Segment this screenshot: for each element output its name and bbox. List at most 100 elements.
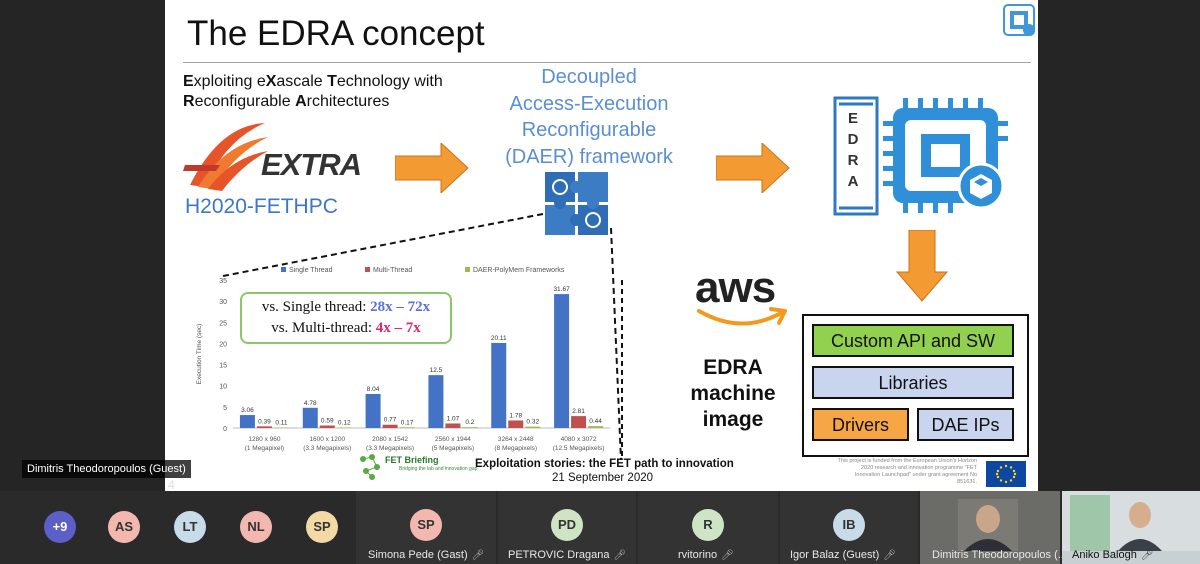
software-stack: Custom API and SW Libraries Drivers DAE … xyxy=(802,314,1029,457)
bar-value-label: 1.07 xyxy=(447,415,460,422)
arrow-down-icon xyxy=(896,230,948,302)
participant-video-tile[interactable]: Aniko Balogh🎤︎ xyxy=(1062,491,1200,564)
participant-avatar[interactable]: SP xyxy=(306,511,338,543)
participant-video-tile[interactable]: Dimitris Theodoropoulos (... xyxy=(920,491,1067,564)
y-tick-label: 5 xyxy=(223,405,227,412)
participant-tile[interactable]: PD PETROVIC Dragana🎤︎ xyxy=(498,491,636,564)
aws-smile-icon xyxy=(697,307,787,326)
chart-bar xyxy=(319,425,335,428)
participant-name: Dimitris Theodoropoulos (... xyxy=(932,549,1067,561)
bar-value-label: 31.67 xyxy=(553,286,570,293)
bar-value-label: 0.11 xyxy=(275,420,288,427)
edra-machine-image-label: EDRA machine image xyxy=(690,356,776,431)
x-tick-sublabel: (3.3 Megapixels) xyxy=(303,445,351,452)
x-tick-label: 4080 x 3072 xyxy=(561,436,597,443)
x-tick-sublabel: (8 Megapixels) xyxy=(494,445,537,452)
fet-briefing-title: FET Briefing xyxy=(385,455,439,465)
shared-slide: The EDRA concept Exploiting eXascale Tec… xyxy=(165,0,1038,491)
extra-desc-line1: Exploiting eXascale Technology with xyxy=(183,73,443,90)
title-divider xyxy=(183,62,1031,63)
extra-logo-text: EXTRA xyxy=(261,147,362,182)
arrow-right-icon xyxy=(395,143,469,193)
x-tick-sublabel: (5 Megapixels) xyxy=(432,445,475,452)
h2020-label: H2020-FETHPC xyxy=(185,195,338,218)
extra-description: Exploiting eXascale Technology with Reco… xyxy=(183,72,443,112)
mic-muted-icon: 🎤︎ xyxy=(721,550,734,561)
bar-value-label: 0.39 xyxy=(258,418,271,425)
y-tick-label: 30 xyxy=(219,299,227,306)
mic-muted-icon: 🎤︎ xyxy=(613,550,627,561)
participant-tile[interactable]: R rvitorino🎤︎ xyxy=(638,491,778,564)
y-tick-label: 0 xyxy=(223,426,227,433)
edra-chip-logo-icon xyxy=(1003,4,1035,36)
participant-avatar: R xyxy=(692,509,724,541)
legend-swatch xyxy=(281,267,286,272)
participant-name: rvitorino xyxy=(678,549,718,561)
participant-tile[interactable]: IB Igor Balaz (Guest)🎤︎ xyxy=(780,491,918,564)
participant-video-icon xyxy=(958,499,1018,551)
speedup-callout: vs. Single thread: 28x – 72x vs. Multi-t… xyxy=(240,292,452,344)
custom-api-layer: Custom API and SW xyxy=(812,324,1014,357)
y-tick-label: 15 xyxy=(219,363,227,370)
chart-bar xyxy=(571,416,587,428)
mic-muted-icon: 🎤︎ xyxy=(883,550,896,561)
speedup-multi-line: vs. Multi-thread: 4x – 7x xyxy=(271,320,421,336)
eu-flag-icon xyxy=(986,461,1026,487)
participant-avatar: SP xyxy=(410,509,442,541)
mic-muted-icon: 🎤︎ xyxy=(471,550,485,561)
y-tick-label: 10 xyxy=(219,384,227,391)
bar-value-label: 8.04 xyxy=(367,386,380,393)
aws-logo: aws xyxy=(695,263,776,312)
bar-value-label: 0.77 xyxy=(384,417,397,424)
chart-bar xyxy=(508,420,524,428)
bar-value-label: 3.06 xyxy=(241,407,254,414)
fet-briefing-logo-icon xyxy=(360,454,380,480)
arrow-right-icon xyxy=(716,143,790,193)
slide-title: The EDRA concept xyxy=(187,14,485,53)
chart-bar xyxy=(256,426,272,428)
participant-name: Aniko Balogh xyxy=(1072,549,1137,561)
participant-name: PETROVIC Dragana xyxy=(508,549,610,561)
legend-label: Single Thread xyxy=(289,267,333,274)
chart-bar xyxy=(525,426,541,428)
daer-framework-label: Decoupled Access-Execution Reconfigurabl… xyxy=(505,66,673,168)
slide-page-number: 4 xyxy=(168,478,175,492)
participant-avatar[interactable]: LT xyxy=(174,511,206,543)
chart-bar xyxy=(302,407,318,428)
chart-bar xyxy=(462,427,478,428)
x-tick-label: 1600 x 1200 xyxy=(309,436,345,443)
slide-footer-date: 21 September 2020 xyxy=(552,472,654,484)
chart-bar xyxy=(445,423,461,428)
more-participants-button[interactable]: +9 xyxy=(44,511,76,543)
slide-footer-title: Exploitation stories: the FET path to in… xyxy=(475,458,734,470)
bar-value-label: 12.5 xyxy=(430,367,443,374)
bar-value-label: 0.12 xyxy=(338,419,351,426)
participant-avatar: PD xyxy=(551,509,583,541)
chart-bar xyxy=(588,426,604,428)
bar-value-label: 2.81 xyxy=(572,408,585,415)
chart-bar xyxy=(491,342,507,428)
x-tick-sublabel: (12.5 Megapixels) xyxy=(553,445,605,452)
chart-bar xyxy=(554,294,570,428)
x-tick-label: 2560 x 1944 xyxy=(435,436,471,443)
dashed-divider xyxy=(621,280,623,460)
bar-value-label: 0.44 xyxy=(589,418,602,425)
bar-value-label: 1.78 xyxy=(509,412,522,419)
legend-swatch xyxy=(465,267,470,272)
y-tick-label: 20 xyxy=(219,341,227,348)
legend-label: Multi-Thread xyxy=(373,267,412,274)
participant-tile[interactable]: SP Simona Pede (Gast)🎤︎ xyxy=(356,491,496,564)
dae-ips-layer: DAE IPs xyxy=(917,408,1014,441)
participant-avatar[interactable]: AS xyxy=(108,511,140,543)
participant-avatar[interactable]: NL xyxy=(240,511,272,543)
speedup-single-line: vs. Single thread: 28x – 72x xyxy=(261,299,431,315)
bar-value-label: 0.59 xyxy=(321,418,334,425)
puzzle-gears-icon xyxy=(545,172,608,235)
extra-desc-line2: Reconfigurable Architectures xyxy=(183,93,390,110)
legend-label: DAER-PolyMem Frameworks xyxy=(473,267,565,274)
y-tick-label: 25 xyxy=(219,320,227,327)
presenter-name-label: Dimitris Theodoropoulos (Guest) xyxy=(22,460,191,478)
chart-bar xyxy=(336,427,352,428)
bar-value-label: 0.2 xyxy=(465,419,474,426)
